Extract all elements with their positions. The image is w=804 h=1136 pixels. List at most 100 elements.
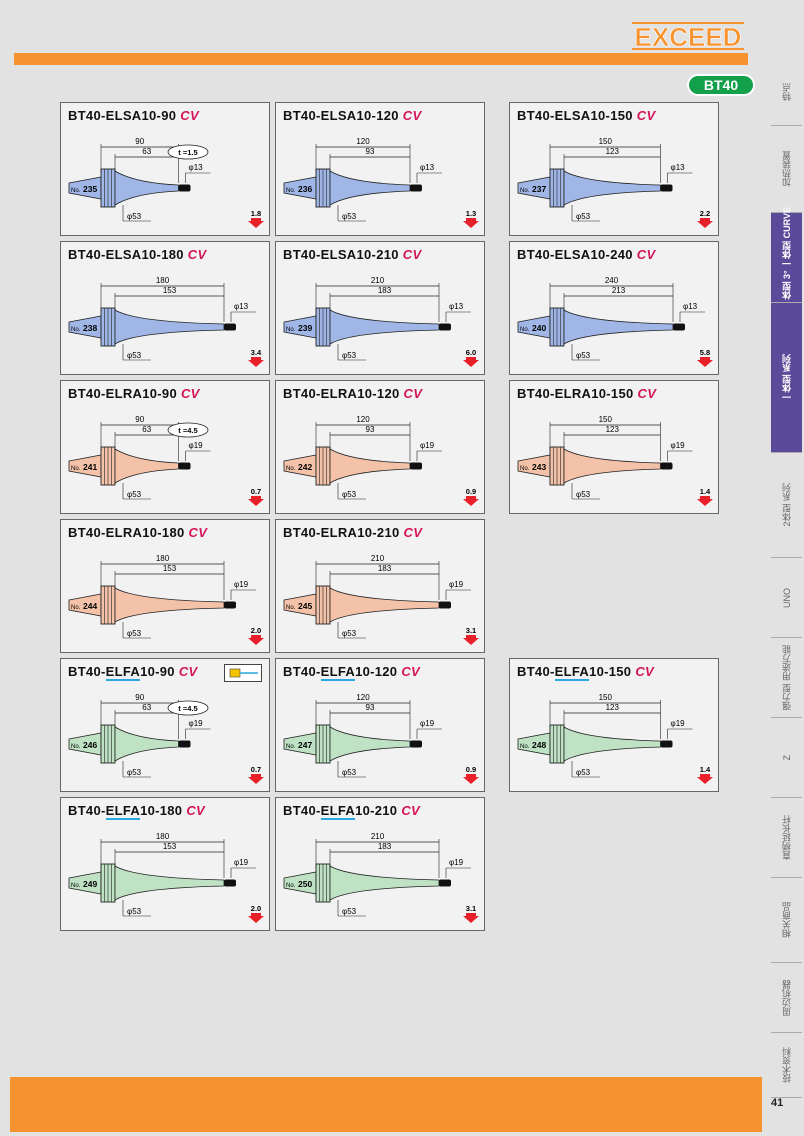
item-number: 236 [298, 184, 312, 194]
length2-label: 123 [606, 147, 620, 156]
length-label: 90 [135, 137, 144, 146]
tip-diameter-label: φ19 [189, 719, 204, 728]
side-tab[interactable]: 相关商品 [771, 878, 802, 963]
length-label: 120 [356, 137, 370, 146]
weight-label: 3.1 [466, 626, 476, 635]
title-series: ELFA [320, 803, 356, 820]
side-tab[interactable]: 2体型 系列 [771, 453, 802, 558]
tool-tip [410, 462, 422, 470]
extension-body [114, 170, 179, 206]
no-prefix: No. [286, 327, 296, 333]
title-series: ELRA [105, 386, 143, 401]
length2-label: 93 [366, 147, 375, 156]
side-tab[interactable]: 强力型 用途万能 [771, 638, 802, 718]
weight-arrow-icon [697, 218, 713, 228]
shank-diameter-label: φ53 [127, 768, 142, 777]
shank-diameter-label: φ53 [342, 768, 357, 777]
side-tab[interactable]: 一体型 3° 一体型 CURVE [771, 207, 802, 308]
title-series: ELFA [554, 664, 590, 681]
cv-badge: CV [403, 386, 423, 401]
no-prefix: No. [520, 744, 530, 750]
shank-diameter-label: φ53 [342, 629, 357, 638]
series-badge: BT40 [687, 74, 755, 96]
tool-tip [439, 879, 451, 887]
weight-arrow-icon [463, 357, 479, 367]
title-prefix: BT40- [283, 803, 321, 818]
item-number: 250 [298, 879, 312, 889]
extension-body [114, 309, 225, 345]
shank-diameter-label: φ53 [576, 768, 591, 777]
shank-diameter-label: φ53 [127, 490, 142, 499]
length-label: 90 [135, 693, 144, 702]
title-series: ELRA [320, 525, 358, 540]
weight-label: 2.0 [251, 904, 261, 913]
side-tab[interactable]: UNO [771, 558, 802, 638]
extension-body [563, 170, 661, 206]
weight-arrow-icon [463, 218, 479, 228]
title-suffix: 10-180 [140, 803, 183, 818]
extension-body [329, 170, 411, 206]
length2-label: 93 [366, 425, 375, 434]
title-prefix: BT40- [283, 108, 321, 123]
weight-arrow-icon [697, 774, 713, 784]
side-tab[interactable]: 直柄延长杆 [771, 798, 802, 878]
length-label: 180 [156, 832, 170, 841]
title-prefix: BT40- [68, 664, 106, 679]
thickness-bubble [167, 144, 209, 160]
side-tab[interactable]: 一体型 系列 [771, 303, 802, 453]
tip-diameter-label: φ19 [234, 580, 249, 589]
length-label: 90 [135, 415, 144, 424]
side-tab[interactable]: 周边机器 [771, 963, 802, 1033]
title-prefix: BT40- [68, 803, 106, 818]
tool-tip [439, 601, 451, 609]
side-tab[interactable]: Z [771, 718, 802, 798]
shank-diameter-label: φ53 [576, 212, 591, 221]
tip-diameter-label: φ19 [234, 858, 249, 867]
side-tab[interactable]: 技术资料 [771, 1033, 802, 1098]
shank-diameter-label: φ53 [576, 490, 591, 499]
shank-diameter-label: φ53 [342, 212, 357, 221]
title-prefix: BT40- [68, 525, 106, 540]
side-tab-label: 一体型 系列 [782, 353, 792, 402]
title-prefix: BT40- [283, 664, 321, 679]
weight-arrow-icon [463, 635, 479, 645]
extension-body [329, 726, 411, 762]
item-number: 239 [298, 323, 312, 333]
weight-label: 1.4 [700, 487, 711, 496]
side-tab[interactable]: 特点 [771, 58, 802, 126]
extension-body [114, 726, 179, 762]
title-suffix: 10-150 [589, 664, 632, 679]
tool-tip [660, 462, 673, 470]
title-series: ELRA [554, 386, 592, 401]
tip-diameter-label: φ19 [420, 719, 435, 728]
title-series: ELSA [554, 247, 591, 262]
title-series: ELFA [320, 664, 356, 681]
side-tab[interactable]: 加热装置 [771, 126, 802, 213]
side-tab-label: 周边机器 [782, 979, 792, 1016]
length2-label: 183 [378, 842, 392, 851]
no-prefix: No. [71, 466, 81, 472]
extension-body [114, 448, 179, 484]
tool-tip [673, 323, 685, 331]
tool-tip [224, 323, 236, 331]
coolant-icon [224, 664, 262, 682]
